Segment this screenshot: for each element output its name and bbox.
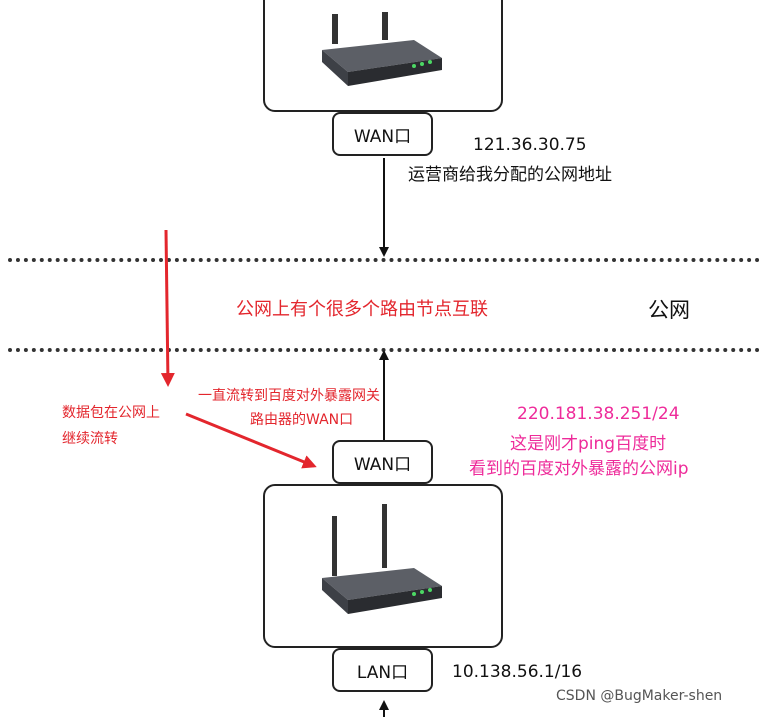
router-icon (322, 504, 442, 614)
baidu-ip-label: 220.181.38.251/24 (517, 404, 680, 424)
router-icon (322, 12, 442, 86)
watermark: CSDN @BugMaker-shen (556, 688, 723, 704)
top-wan-port: WAN口 (332, 112, 433, 156)
left-note-line2: 继续流转 (62, 431, 118, 447)
forward-note-line2: 路由器的WAN口 (250, 412, 354, 428)
bottom-wan-port: WAN口 (332, 440, 433, 484)
left-note-line1: 数据包在公网上 (62, 405, 160, 421)
bottom-lan-port: LAN口 (332, 648, 433, 692)
internet-description: 公网上有个很多个路由节点互联 (236, 299, 488, 320)
forward-note-line1: 一直流转到百度对外暴露网关 (198, 388, 380, 404)
baidu-note-line2: 这是刚才ping百度时 (510, 434, 667, 454)
red-arrow-to-wan (185, 412, 317, 469)
lan-ip-label: 10.138.56.1/16 (452, 662, 583, 682)
internet-label: 公网 (648, 298, 690, 322)
internet-boundary-top (8, 258, 760, 262)
public-ip-label: 121.36.30.75 (473, 135, 587, 155)
isp-assigned-note: 运营商给我分配的公网地址 (408, 165, 612, 185)
red-arrow-down (160, 229, 175, 387)
baidu-note-line3: 看到的百度对外暴露的公网ip (469, 459, 689, 479)
